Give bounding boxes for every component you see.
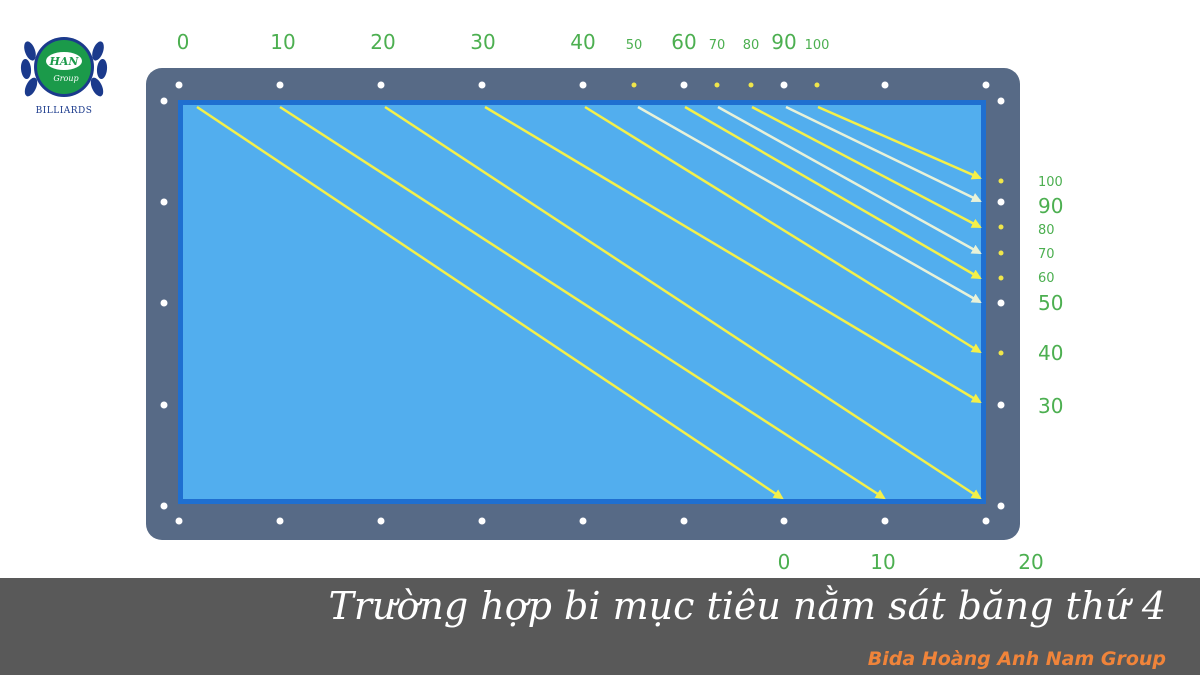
right-diamond	[997, 502, 1005, 510]
left-diamond	[160, 198, 168, 206]
top-label-30: 30	[470, 30, 495, 54]
right-sub-diamond	[998, 350, 1004, 356]
bottom-diamond	[881, 517, 889, 525]
bank-shot-arrow	[484, 105, 982, 404]
bottom-rail-labels: 0 10 20	[778, 550, 1044, 574]
bottom-label-0: 0	[778, 550, 791, 574]
bank-shot-arrow	[637, 105, 982, 304]
bottom-diamond	[377, 517, 385, 525]
bank-shot-arrow	[279, 105, 886, 500]
footer-caption: Trường hợp bi mục tiêu nằm sát băng thứ …	[328, 584, 1166, 628]
bank-shot-arrow	[751, 105, 982, 229]
right-label-40: 40	[1038, 341, 1063, 365]
right-label-70: 70	[1038, 247, 1055, 262]
top-diamond	[780, 81, 788, 89]
logo-caption: BILLIARDS	[35, 106, 93, 116]
top-diamond	[982, 81, 990, 89]
top-label-60: 60	[671, 30, 696, 54]
top-diamond	[680, 81, 688, 89]
top-diamond	[478, 81, 486, 89]
right-label-100: 100	[1038, 175, 1063, 190]
right-label-80: 80	[1038, 223, 1055, 238]
right-label-50: 50	[1038, 291, 1063, 315]
right-label-60: 60	[1038, 271, 1055, 286]
bottom-diamond	[478, 517, 486, 525]
bank-shot-arrow	[785, 105, 982, 203]
laurel-wreath-icon	[20, 41, 108, 97]
top-sub-diamond	[631, 82, 637, 88]
top-sub-diamond	[814, 82, 820, 88]
bottom-label-20: 20	[1018, 550, 1043, 574]
top-diamond	[881, 81, 889, 89]
left-diamond	[160, 401, 168, 409]
logo-monogram: HAN	[49, 55, 80, 68]
bank-shot-arrow	[196, 105, 784, 500]
bank-shot-arrow	[684, 105, 982, 280]
bank-shot-arrow	[584, 105, 982, 354]
bottom-diamond	[276, 517, 284, 525]
right-diamond	[997, 97, 1005, 105]
bottom-label-10: 10	[870, 550, 895, 574]
top-diamond	[377, 81, 385, 89]
footer-brand: Bida Hoàng Anh Nam Group	[867, 648, 1166, 670]
bottom-diamond	[982, 517, 990, 525]
billiard-table-diagram: 0 10 20 30 40 50 60 70 80 90 100 100 90 …	[146, 30, 1063, 574]
top-label-100: 100	[805, 38, 830, 53]
bank-shot-arrow	[717, 105, 982, 255]
top-label-70: 70	[709, 38, 726, 53]
right-label-90: 90	[1038, 194, 1063, 218]
top-sub-diamond	[714, 82, 720, 88]
bank-shot-arrow	[817, 105, 982, 180]
top-diamond	[175, 81, 183, 89]
right-sub-diamond	[998, 250, 1004, 256]
bank-shot-arrow	[384, 105, 982, 500]
top-label-80: 80	[743, 38, 760, 53]
left-diamond	[160, 502, 168, 510]
top-label-90: 90	[771, 30, 796, 54]
right-sub-diamond	[998, 275, 1004, 281]
diamond-markers	[160, 81, 1005, 525]
footer-banner: Trường hợp bi mục tiêu nằm sát băng thứ …	[0, 578, 1200, 675]
han-group-logo: HAN Group	[20, 37, 108, 97]
top-label-10: 10	[270, 30, 295, 54]
right-rail-labels: 100 90 80 70 60 50 40 30	[1038, 175, 1063, 418]
bottom-diamond	[680, 517, 688, 525]
top-label-0: 0	[177, 30, 190, 54]
logo-group-text: Group	[53, 74, 78, 83]
bottom-diamond	[780, 517, 788, 525]
right-label-30: 30	[1038, 394, 1063, 418]
right-diamond	[997, 401, 1005, 409]
right-diamond	[997, 299, 1005, 307]
top-label-20: 20	[370, 30, 395, 54]
top-rail-labels: 0 10 20 30 40 50 60 70 80 90 100	[177, 30, 830, 54]
left-diamond	[160, 97, 168, 105]
right-sub-diamond	[998, 224, 1004, 230]
bottom-diamond	[579, 517, 587, 525]
bank-shot-lines	[196, 105, 982, 500]
bottom-diamond	[175, 517, 183, 525]
left-diamond	[160, 299, 168, 307]
top-diamond	[276, 81, 284, 89]
right-diamond	[997, 198, 1005, 206]
top-sub-diamond	[748, 82, 754, 88]
top-label-50: 50	[626, 38, 643, 53]
right-sub-diamond	[998, 178, 1004, 184]
top-label-40: 40	[570, 30, 595, 54]
top-diamond	[579, 81, 587, 89]
